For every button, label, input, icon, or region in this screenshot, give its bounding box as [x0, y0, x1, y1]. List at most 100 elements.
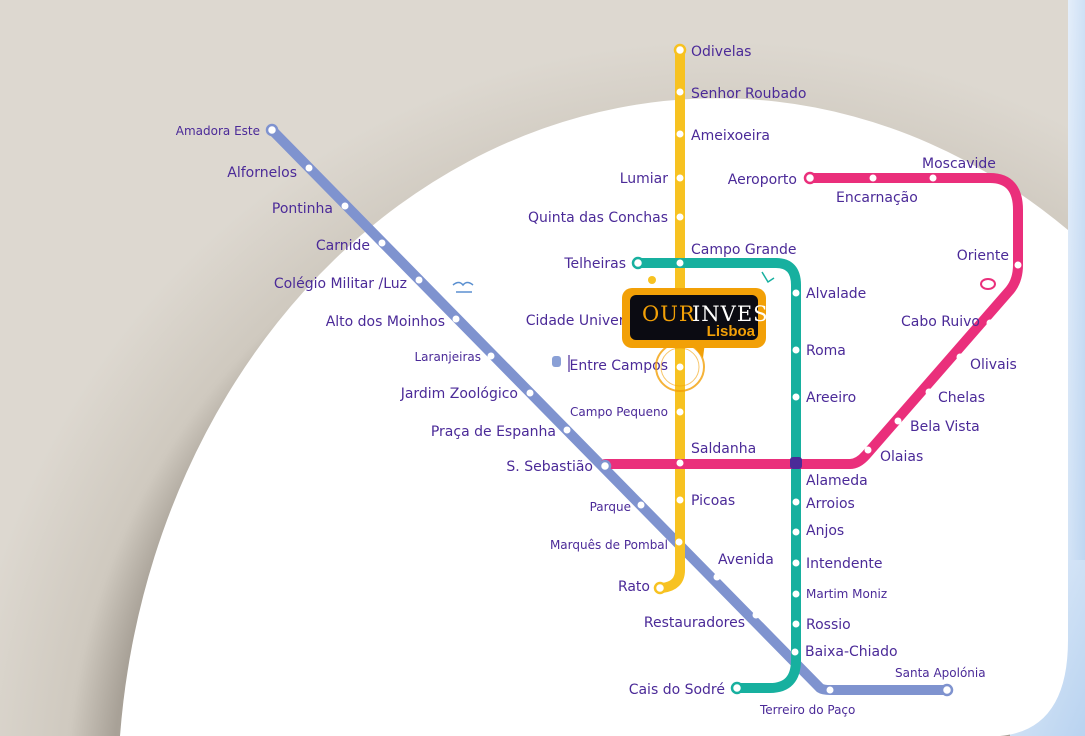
station-laranjeiras-label[interactable]: Laranjeiras — [414, 350, 481, 364]
station-saldanha-label[interactable]: Saldanha — [691, 441, 756, 457]
station-saldanha-dot[interactable] — [676, 459, 684, 467]
station-pontinha-label[interactable]: Pontinha — [272, 201, 333, 217]
station-jardim-zoologico-label[interactable]: Jardim Zoológico — [400, 386, 518, 402]
station-picoas-label[interactable]: Picoas — [691, 493, 735, 509]
station-cabo-ruivo-label[interactable]: Cabo Ruivo — [901, 314, 980, 330]
station-baixa-chiado-dot[interactable] — [791, 648, 799, 656]
station-oriente-label[interactable]: Oriente — [957, 248, 1009, 264]
station-martim-moniz-label[interactable]: Martim Moniz — [806, 587, 887, 601]
station-restauradores-dot[interactable] — [752, 611, 760, 619]
station-bela-vista-dot[interactable] — [894, 417, 902, 425]
station-terreiro-do-paco-dot[interactable] — [826, 686, 834, 694]
station-olivais-dot[interactable] — [956, 353, 964, 361]
station-intendente-label[interactable]: Intendente — [806, 556, 882, 572]
station-moscavide-label[interactable]: Moscavide — [922, 156, 996, 172]
station-amadora-este-label[interactable]: Amadora Este — [176, 124, 260, 138]
station-oriente-dot[interactable] — [1014, 261, 1022, 269]
logo-brand-part2: INVEST — [692, 302, 784, 326]
station-rossio-dot[interactable] — [792, 620, 800, 628]
flower-icon — [648, 276, 656, 284]
station-cabo-ruivo-dot[interactable] — [986, 319, 994, 327]
station-aeroporto-dot[interactable] — [803, 171, 817, 185]
station-s-sebastiao-label[interactable]: S. Sebastião — [506, 459, 593, 475]
station-senhor-roubado-dot[interactable] — [676, 88, 684, 96]
station-roma-label[interactable]: Roma — [806, 343, 846, 359]
station-anjos-label[interactable]: Anjos — [806, 523, 844, 539]
station-alto-dos-moinhos-label[interactable]: Alto dos Moinhos — [326, 314, 445, 330]
station-carnide-label[interactable]: Carnide — [316, 238, 370, 254]
station-odivelas-dot[interactable] — [673, 43, 687, 57]
station-s-sebastiao-dot[interactable] — [598, 459, 612, 473]
station-alvalade-label[interactable]: Alvalade — [806, 286, 866, 302]
station-jardim-zoologico-dot[interactable] — [526, 389, 534, 397]
station-arroios-dot[interactable] — [792, 498, 800, 506]
station-campo-pequeno-label[interactable]: Campo Pequeno — [570, 405, 668, 419]
station-odivelas-label[interactable]: Odivelas — [691, 44, 751, 60]
station-olivais-label[interactable]: Olivais — [970, 357, 1017, 373]
station-martim-moniz-dot[interactable] — [792, 590, 800, 598]
station-telheiras-dot[interactable] — [631, 256, 645, 270]
station-alvalade-dot[interactable] — [792, 289, 800, 297]
station-arroios-label[interactable]: Arroios — [806, 496, 855, 512]
station-colegio-militar-luz-label[interactable]: Colégio Militar /Luz — [274, 276, 407, 292]
station-marques-de-pombal-dot[interactable] — [675, 538, 683, 546]
station-lumiar-dot[interactable] — [676, 174, 684, 182]
station-rossio-label[interactable]: Rossio — [806, 617, 851, 633]
station-avenida-dot[interactable] — [713, 573, 721, 581]
station-encarnacao-dot[interactable] — [869, 174, 877, 182]
station-quinta-das-conchas-dot[interactable] — [676, 213, 684, 221]
station-ameixoeira-label[interactable]: Ameixoeira — [691, 128, 770, 144]
station-campo-pequeno-dot[interactable] — [676, 408, 684, 416]
station-campo-grande-label[interactable]: Campo Grande — [691, 242, 796, 258]
station-alto-dos-moinhos-dot[interactable] — [452, 315, 460, 323]
station-terreiro-do-paco-label[interactable]: Terreiro do Paço — [759, 703, 855, 717]
station-praca-de-espanha-label[interactable]: Praça de Espanha — [431, 424, 556, 440]
station-avenida-label[interactable]: Avenida — [718, 552, 774, 568]
station-praca-de-espanha-dot[interactable] — [563, 426, 571, 434]
station-rato-dot[interactable] — [653, 581, 667, 595]
station-marques-de-pombal-label[interactable]: Marquês de Pombal — [550, 538, 668, 552]
station-baixa-chiado-label[interactable]: Baixa-Chiado — [805, 644, 898, 660]
station-olaias-label[interactable]: Olaias — [880, 449, 923, 465]
station-bela-vista-label[interactable]: Bela Vista — [910, 419, 980, 435]
station-cais-do-sodre-label[interactable]: Cais do Sodré — [629, 682, 725, 698]
station-santa-apolonia-dot[interactable] — [940, 683, 954, 697]
station-quinta-das-conchas-label[interactable]: Quinta das Conchas — [528, 210, 668, 226]
station-parque-dot[interactable] — [637, 501, 645, 509]
station-cais-do-sodre-dot[interactable] — [730, 681, 744, 695]
city-area — [120, 98, 1068, 736]
station-roma-dot[interactable] — [792, 346, 800, 354]
station-santa-apolonia-label[interactable]: Santa Apolónia — [895, 666, 986, 680]
station-areeiro-label[interactable]: Areeiro — [806, 390, 856, 406]
station-campo-grande-dot[interactable] — [676, 259, 684, 267]
station-restauradores-label[interactable]: Restauradores — [644, 615, 745, 631]
station-aeroporto-label[interactable]: Aeroporto — [728, 172, 797, 188]
station-chelas-dot[interactable] — [925, 388, 933, 396]
station-anjos-dot[interactable] — [792, 528, 800, 536]
station-entre-campos-label[interactable]: Entre Campos — [570, 358, 668, 374]
station-lumiar-label[interactable]: Lumiar — [620, 171, 669, 187]
station-alfornelos-dot[interactable] — [305, 164, 313, 172]
station-encarnacao-label[interactable]: Encarnação — [836, 190, 918, 206]
station-alameda-label[interactable]: Alameda — [806, 473, 868, 489]
station-chelas-label[interactable]: Chelas — [938, 390, 985, 406]
station-amadora-este-dot[interactable] — [265, 123, 279, 137]
station-laranjeiras-dot[interactable] — [487, 352, 495, 360]
station-intendente-dot[interactable] — [792, 559, 800, 567]
station-parque-label[interactable]: Parque — [590, 500, 631, 514]
station-picoas-dot[interactable] — [676, 496, 684, 504]
station-olaias-dot[interactable] — [864, 446, 872, 454]
station-senhor-roubado-label[interactable]: Senhor Roubado — [691, 86, 806, 102]
station-areeiro-dot[interactable] — [792, 393, 800, 401]
station-ameixoeira-dot[interactable] — [676, 130, 684, 138]
station-colegio-militar-luz-dot[interactable] — [415, 276, 423, 284]
station-telheiras-label[interactable]: Telheiras — [563, 256, 626, 272]
station-moscavide-dot[interactable] — [929, 174, 937, 182]
station-pontinha-dot[interactable] — [341, 202, 349, 210]
station-carnide-dot[interactable] — [378, 239, 386, 247]
station-alfornelos-label[interactable]: Alfornelos — [227, 165, 297, 181]
station-entre-campos-dot[interactable] — [676, 363, 684, 371]
logo-city: Lisboa — [707, 323, 756, 340]
station-rato-label[interactable]: Rato — [618, 579, 650, 595]
